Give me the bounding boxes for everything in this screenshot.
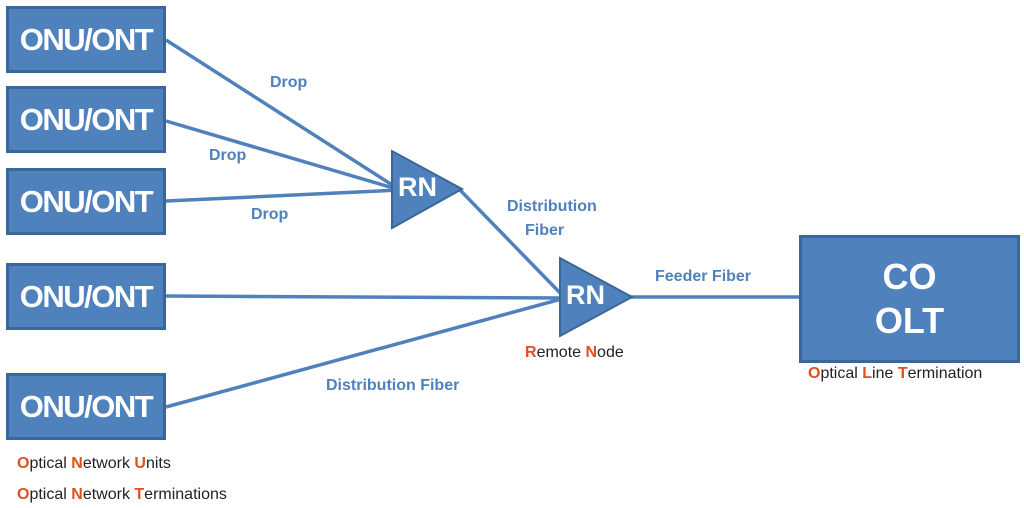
legend-optical-network-units: Optical Network Units [17, 455, 171, 473]
legend-initial: O [17, 455, 30, 472]
legend-initial: T [134, 486, 145, 503]
onu-ont-box-5: ONU/ONT [6, 373, 166, 440]
legend-text: nits [145, 455, 171, 472]
legend-initial: R [525, 344, 537, 361]
rn-triangle-1 [391, 149, 465, 230]
legend-optical-line-termination: Optical Line Termination [808, 365, 982, 383]
legend-initial: N [71, 455, 83, 472]
olt-line-1: CO [882, 256, 937, 297]
drop-label-2: Drop [209, 147, 247, 164]
legend-text: etwork [82, 455, 135, 472]
onu-ont-box-4: ONU/ONT [6, 263, 166, 330]
distribution-fiber-label-top-2: Fiber [525, 222, 565, 239]
direct-line [165, 294, 566, 300]
onu-ont-box-2: ONU/ONT [6, 86, 166, 153]
legend-text: ermination [907, 365, 983, 382]
drop-line-3 [165, 188, 401, 203]
legend-initial: N [71, 486, 83, 503]
distribution-fiber-label-top: Distribution [507, 198, 597, 215]
olt-line-2: OLT [874, 300, 945, 341]
legend-text: erminations [144, 486, 227, 503]
drop-label-1: Drop [270, 74, 308, 91]
feeder-fiber-label: Feeder Fiber [655, 268, 752, 285]
legend-initial: N [585, 344, 598, 361]
onu-ont-box-1: ONU/ONT [6, 6, 166, 73]
drop-line-2 [165, 119, 401, 192]
legend-initial: U [134, 455, 146, 472]
legend-remote-node: Remote Node [525, 344, 624, 362]
rn-triangle-2 [559, 256, 635, 338]
co-olt-box: CO OLT [799, 235, 1020, 363]
legend-optical-network-terminations: Optical Network Terminations [17, 486, 227, 504]
distribution-line-bottom [165, 296, 566, 409]
legend-text: emote [536, 344, 586, 361]
rn-label-2: RN [566, 280, 605, 310]
distribution-line-top [458, 188, 567, 300]
legend-initial: O [808, 365, 821, 382]
legend-text: ine [872, 365, 898, 382]
distribution-fiber-label-bottom: Distribution Fiber [326, 377, 460, 394]
rn-label-1: RN [398, 172, 437, 202]
legend-text: ptical [29, 455, 72, 472]
legend-initial: L [862, 365, 873, 382]
drop-label-3: Drop [251, 206, 289, 223]
legend-initial: T [897, 365, 908, 382]
legend-text: ode [597, 344, 624, 361]
legend-text: ptical [29, 486, 72, 503]
legend-initial: O [17, 486, 30, 503]
onu-ont-box-3: ONU/ONT [6, 168, 166, 235]
legend-text: ptical [820, 365, 863, 382]
drop-line-1 [165, 38, 401, 192]
legend-text: etwork [82, 486, 135, 503]
